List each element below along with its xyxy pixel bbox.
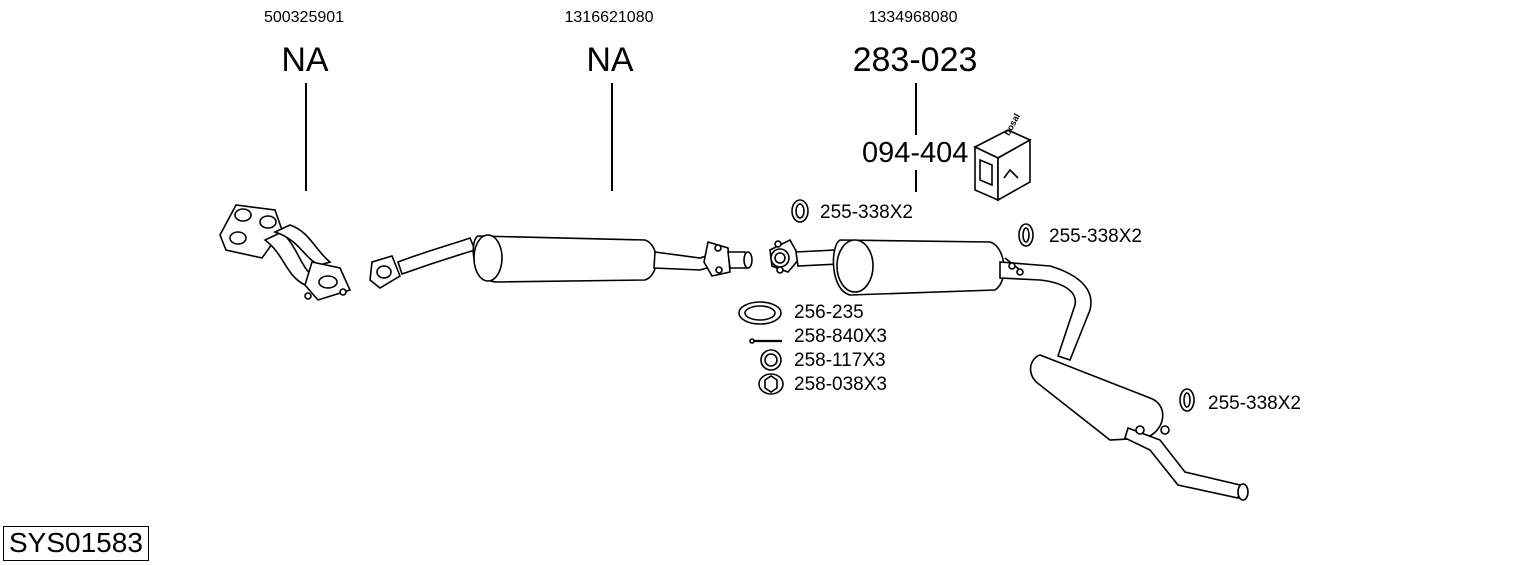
flange-joint-drawing [769,238,839,274]
fitting-label-nut[interactable]: 258-038X3 [794,374,887,395]
fitting-label-washer[interactable]: 258-117X3 [794,350,886,371]
mount-label-3[interactable]: 255-338X2 [1208,393,1301,414]
leader-line-rear-silencer [915,83,917,135]
part-number-centre-silencer[interactable]: NA [586,41,634,79]
rear-silencer-drawing [832,239,1092,361]
part-number-rear-silencer[interactable]: 283-023 [852,41,978,79]
kit-box-drawing [973,129,1032,202]
leader-line-centre-silencer [611,83,613,191]
leader-line-kit [915,170,917,192]
fitting-label-bolt[interactable]: 258-840X3 [794,326,887,347]
rear-box-drawing [1029,354,1249,501]
mount-label-2[interactable]: 255-338X2 [1049,226,1142,247]
kit-number[interactable]: 094-404 [862,137,969,169]
system-code: SYS01583 [3,526,149,561]
part-number-front-pipe[interactable]: NA [281,41,329,79]
leader-line-front-pipe [305,83,307,191]
oe-number-centre-silencer: 1316621080 [564,9,654,26]
oe-number-rear-silencer: 1334968080 [868,9,958,26]
centre-silencer-drawing [369,234,753,289]
front-pipe-drawing [219,204,352,301]
fitting-icons [738,301,784,395]
fitting-label-gasket[interactable]: 256-235 [794,302,864,323]
mount-icons [791,199,1195,412]
mount-label-1[interactable]: 255-338X2 [820,202,913,223]
oe-number-front-pipe: 500325901 [263,9,345,26]
